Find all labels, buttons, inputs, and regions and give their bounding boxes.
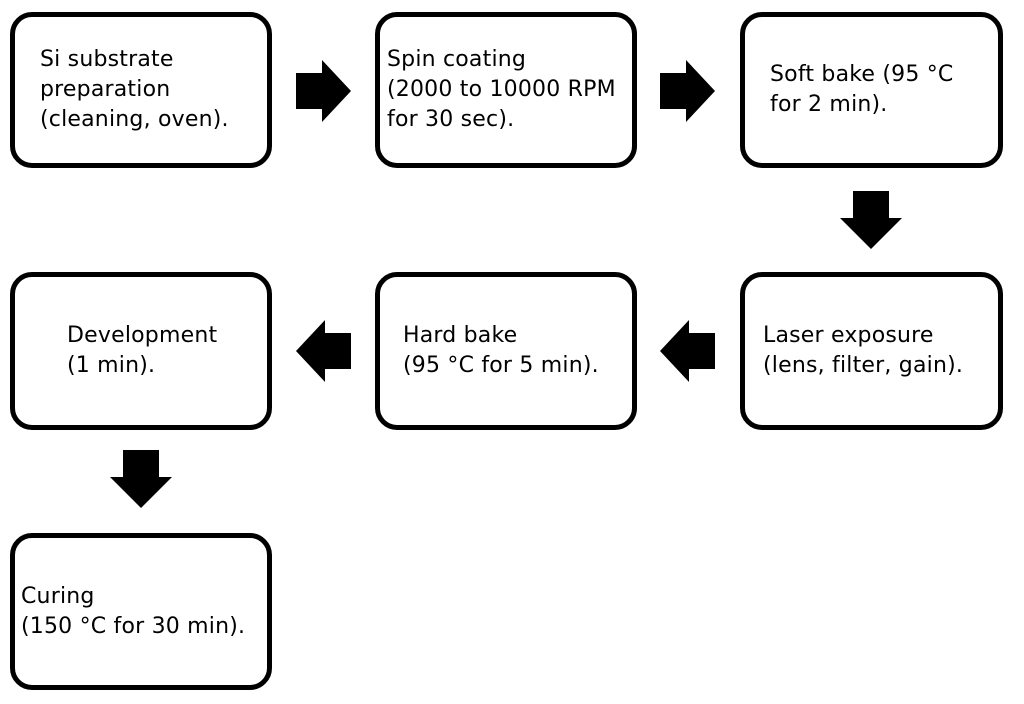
- left-arrow-icon: [296, 320, 351, 382]
- flow-box-text-line: Soft bake (95 °C: [770, 62, 954, 87]
- flow-box-development: Development (1 min).: [10, 272, 272, 430]
- flow-box-text-line: Si substrate: [40, 47, 174, 72]
- flow-box-curing: Curing (150 °C for 30 min).: [10, 533, 272, 690]
- flow-box-soft-bake: Soft bake (95 °C for 2 min).: [740, 12, 1003, 168]
- flow-box-text-line: (cleaning, oven).: [40, 107, 229, 132]
- left-arrow-icon: [660, 320, 715, 382]
- flow-box-text-line: (lens, filter, gain).: [763, 353, 964, 378]
- flow-box-si-substrate-preparation: Si substrate preparation (cleaning, oven…: [10, 12, 272, 168]
- flow-box-text-line: Laser exposure: [763, 323, 934, 348]
- flow-box-text-line: preparation: [40, 77, 171, 102]
- flow-box-hard-bake: Hard bake (95 °C for 5 min).: [375, 272, 637, 430]
- flow-box-text-line: Development: [67, 323, 218, 348]
- flow-box-spin-coating: Spin coating (2000 to 10000 RPM for 30 s…: [375, 12, 637, 168]
- flow-box-text-line: (150 °C for 30 min).: [21, 613, 246, 639]
- flow-box-text-line: (1 min).: [67, 353, 156, 378]
- right-arrow-icon: [296, 60, 351, 122]
- flow-box-text-line: Hard bake: [403, 323, 518, 348]
- down-arrow-icon: [840, 191, 902, 249]
- flow-box-text-line: Spin coating: [387, 47, 527, 72]
- flow-box-laser-exposure: Laser exposure (lens, filter, gain).: [740, 272, 1003, 430]
- flow-box-text-line: (95 °C for 5 min).: [403, 353, 599, 378]
- flow-box-text-line: for 2 min).: [770, 92, 888, 117]
- down-arrow-icon: [110, 450, 172, 508]
- flow-box-text-line: Curing: [21, 583, 95, 609]
- flow-box-text-line: (2000 to 10000 RPM: [387, 77, 616, 102]
- flow-box-text-line: for 30 sec).: [387, 107, 515, 132]
- right-arrow-icon: [660, 60, 715, 122]
